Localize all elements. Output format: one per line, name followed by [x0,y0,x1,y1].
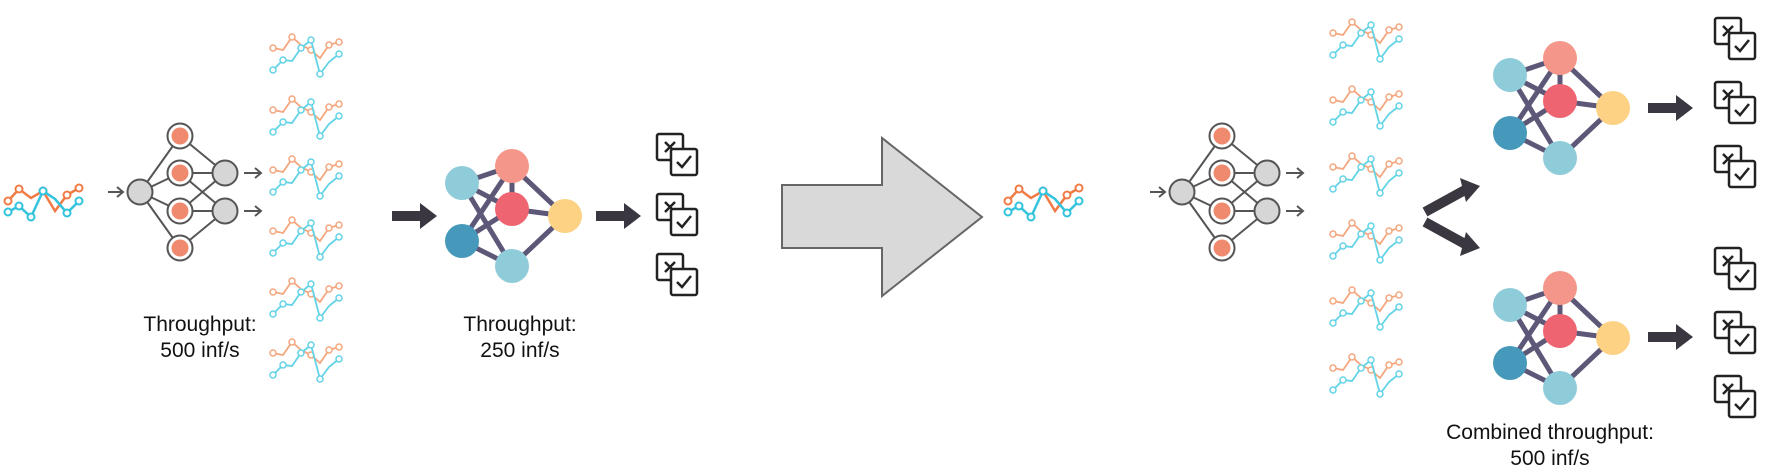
throughput-value: 500 inf/s [160,339,240,362]
throughput-label-small-model: Throughput: 500 inf/s [110,312,290,364]
throughput-title: Combined throughput: [1446,421,1654,444]
thick-arrow-icon [392,203,437,229]
input-time-series-icon [1003,183,1084,222]
thick-arrow-icon [1648,324,1693,350]
large-neural-network-icon [1493,271,1630,405]
throughput-title: Throughput: [143,313,257,336]
combined-throughput-label: Combined throughput: 500 inf/s [1420,420,1680,472]
throughput-value: 500 inf/s [1510,447,1590,470]
prediction-checkbox-stack [655,132,699,297]
big-right-arrow-icon [781,135,984,299]
split-arrows-icon [1422,178,1480,256]
large-neural-network-icon [445,149,582,283]
thick-arrow-icon [1648,95,1693,121]
small-neural-network-icon [1149,122,1304,262]
input-time-series-icon [3,183,84,222]
small-neural-network-icon [107,122,262,262]
thick-arrow-icon [596,203,641,229]
throughput-label-large-model: Throughput: 250 inf/s [430,312,610,364]
throughput-title: Throughput: [463,313,577,336]
throughput-value: 250 inf/s [480,339,560,362]
large-neural-network-icon [1493,41,1630,175]
batched-time-series-stack [1329,18,1403,398]
prediction-checkbox-stack [1713,16,1757,189]
prediction-checkbox-stack [1713,246,1757,419]
